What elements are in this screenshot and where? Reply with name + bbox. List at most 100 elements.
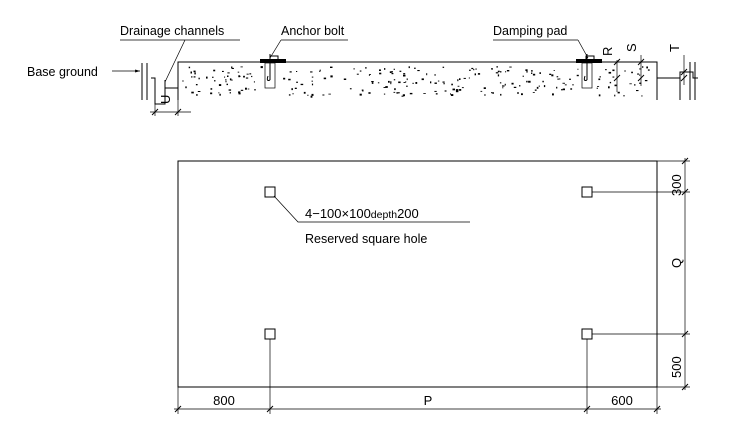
- aggregate-speck: [230, 79, 233, 81]
- aggregate-speck: [519, 85, 521, 87]
- aggregate-speck: [442, 81, 445, 83]
- aggregate-speck: [377, 82, 380, 84]
- aggregate-speck: [437, 80, 440, 82]
- aggregate-speck: [238, 75, 240, 78]
- aggregate-speck: [289, 71, 292, 73]
- aggregate-speck: [480, 90, 483, 92]
- horizontal-dim-tick: [174, 405, 182, 413]
- aggregate-speck: [243, 75, 245, 78]
- aggregate-speck: [246, 73, 249, 75]
- aggregate-speck: [300, 83, 304, 86]
- aggregate-speck: [245, 87, 247, 90]
- aggregate-speck: [330, 66, 333, 68]
- aggregate-speck: [562, 82, 565, 84]
- aggregate-speck: [434, 82, 437, 84]
- aggregate-speck: [414, 67, 416, 69]
- aggregate-speck: [403, 74, 406, 77]
- aggregate-speck: [468, 77, 470, 79]
- aggregate-speck: [513, 86, 517, 88]
- aggregate-speck: [294, 87, 297, 89]
- aggregate-speck: [471, 67, 474, 70]
- aggregate-speck: [402, 94, 405, 97]
- dim-800-text: 800: [213, 393, 235, 408]
- vertical-dim-tick: [681, 157, 689, 165]
- aggregate-speck: [497, 74, 500, 77]
- horizontal-dim-tick: [583, 405, 591, 413]
- aggregate-speck: [596, 87, 598, 89]
- aggregate-speck: [531, 70, 533, 72]
- damping-leader: [577, 39, 589, 59]
- aggregate-speck: [511, 82, 514, 85]
- aggregate-speck: [385, 86, 388, 88]
- aggregate-speck: [310, 71, 313, 73]
- aggregate-speck: [408, 66, 410, 69]
- aggregate-speck: [442, 66, 445, 68]
- dim-300-text: 300: [669, 174, 684, 196]
- aggregate-speck: [247, 88, 250, 90]
- aggregate-speck: [538, 85, 540, 87]
- aggregate-speck: [542, 80, 544, 83]
- aggregate-speck: [288, 94, 291, 96]
- aggregate-speck: [182, 80, 184, 82]
- aggregate-speck: [406, 85, 408, 87]
- dim-r-tick: [613, 74, 621, 82]
- aggregate-speck: [499, 82, 502, 84]
- dim-500-text: 500: [669, 356, 684, 378]
- aggregate-speck: [249, 73, 252, 75]
- aggregate-speck: [213, 69, 216, 72]
- aggregate-speck: [504, 83, 506, 86]
- aggregate-speck: [497, 70, 500, 73]
- aggregate-speck: [599, 76, 601, 78]
- aggregate-speck: [536, 86, 539, 89]
- aggregate-speck: [639, 74, 641, 76]
- aggregate-speck: [396, 92, 399, 94]
- aggregate-speck: [463, 77, 466, 79]
- horizontal-dim-tick: [653, 405, 661, 413]
- aggregate-speck: [528, 80, 531, 83]
- aggregate-speck: [238, 93, 241, 95]
- aggregate-speck: [517, 92, 519, 94]
- aggregate-speck: [496, 66, 498, 68]
- aggregate-speck: [398, 92, 400, 94]
- dim-s-text: S: [624, 43, 639, 52]
- aggregate-speck: [452, 88, 455, 91]
- dim-q-text: Q: [669, 258, 684, 268]
- dim-600-text: 600: [611, 393, 633, 408]
- aggregate-speck: [393, 79, 396, 81]
- aggregate-speck: [224, 76, 226, 78]
- aggregate-speck: [368, 92, 371, 94]
- aggregate-speck: [450, 93, 451, 95]
- anchor-bolt-right: [576, 54, 602, 89]
- aggregate-speck: [629, 83, 632, 85]
- aggregate-speck: [509, 66, 512, 68]
- aggregate-speck: [457, 85, 460, 87]
- aggregate-speck: [605, 69, 607, 71]
- aggregate-speck: [319, 69, 321, 71]
- aggregate-speck: [495, 72, 499, 74]
- damping-pad-plate: [576, 59, 602, 63]
- aggregate-speck: [483, 87, 486, 89]
- aggregate-speck: [195, 84, 198, 86]
- aggregate-speck: [371, 82, 374, 84]
- aggregate-speck: [383, 87, 386, 88]
- aggregate-speck: [225, 79, 227, 81]
- aggregate-speck: [521, 93, 523, 96]
- aggregate-speck: [353, 68, 355, 70]
- aggregate-speck: [623, 95, 625, 97]
- aggregate-speck: [459, 78, 461, 80]
- aggregate-speck: [612, 76, 615, 78]
- aggregate-speck: [526, 80, 528, 83]
- aggregate-speck: [240, 89, 244, 91]
- aggregate-speck: [191, 76, 193, 78]
- aggregate-speck: [393, 91, 396, 93]
- aggregate-speck: [390, 81, 392, 84]
- aggregate-speck: [330, 75, 333, 78]
- aggregate-speck: [343, 78, 347, 80]
- aggregate-speck: [384, 68, 386, 70]
- aggregate-speck: [399, 70, 402, 72]
- dim-r-tick: [613, 58, 621, 66]
- aggregate-speck: [473, 69, 475, 71]
- aggregate-speck: [193, 70, 196, 73]
- aggregate-speck: [253, 81, 255, 83]
